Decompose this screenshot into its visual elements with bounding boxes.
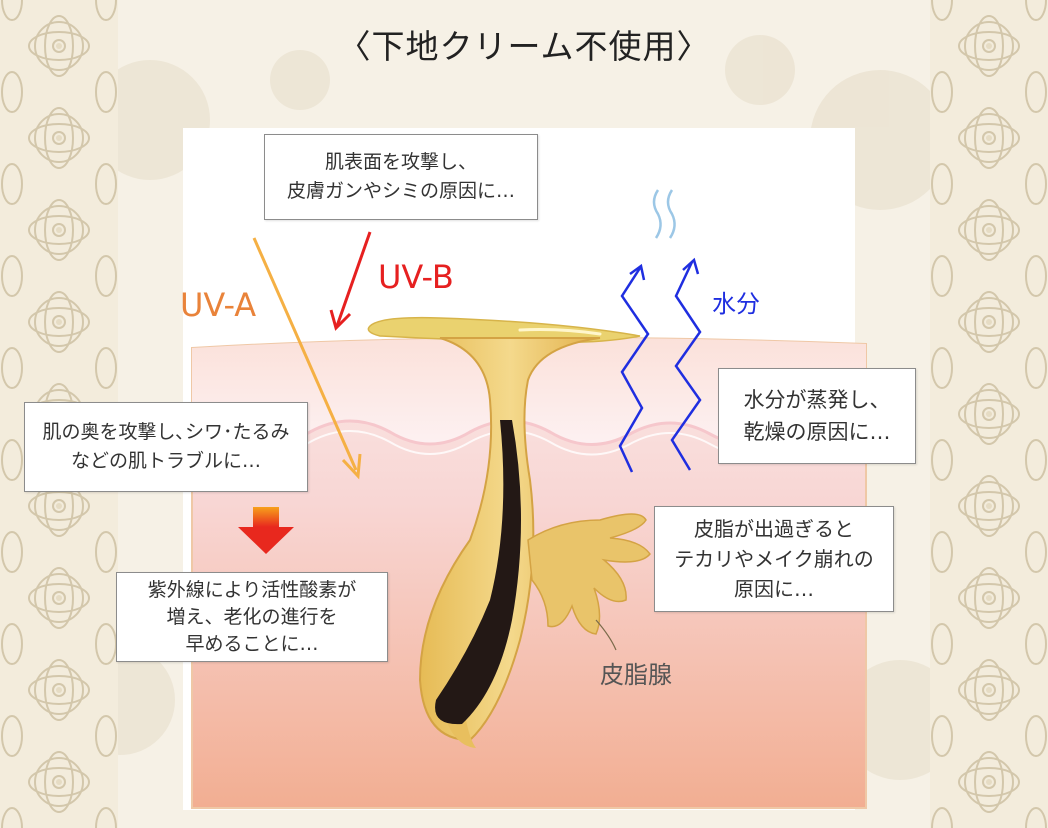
uva-arrowhead bbox=[341, 453, 362, 480]
callout-line: 乾燥の原因に… bbox=[743, 420, 891, 444]
callout-line: 原因に… bbox=[734, 577, 814, 601]
gland-leader-line bbox=[595, 619, 617, 651]
callout-line: 肌表面を攻撃し、 bbox=[324, 151, 477, 173]
callout-uva-effect: 肌の奥を攻撃し､シワ･たるみ などの肌トラブルに… bbox=[24, 402, 308, 492]
callout-line: 増え、老化の進行を bbox=[166, 605, 338, 628]
uvb-label: UV-B bbox=[378, 258, 454, 296]
callout-line: 水分が蒸発し、 bbox=[743, 388, 891, 412]
callout-uvb-effect: 肌表面を攻撃し、 皮膚ガンやシミの原因に… bbox=[264, 134, 538, 220]
page-title: 〈下地クリーム不使用〉 bbox=[337, 27, 711, 66]
oxidation-arrow-head bbox=[238, 527, 294, 554]
callout-moisture-loss: 水分が蒸発し、 乾燥の原因に… bbox=[718, 368, 916, 464]
water-arrow-right bbox=[670, 261, 702, 471]
steam-squiggle-1 bbox=[652, 189, 662, 239]
uva-arrow bbox=[252, 237, 358, 471]
uva-label: UV-A bbox=[180, 286, 257, 324]
callout-line: 皮脂が出過ぎると bbox=[694, 517, 854, 541]
callout-line: 紫外線により活性酸素が bbox=[147, 578, 357, 601]
callout-line: 皮膚ガンやシミの原因に… bbox=[286, 180, 515, 202]
uvb-arrowhead bbox=[329, 309, 352, 331]
sebum-surface-pool bbox=[367, 316, 641, 344]
callout-line: 早めることに… bbox=[185, 632, 319, 655]
callout-excess-sebum: 皮脂が出過ぎると テカリやメイク崩れの 原因に… bbox=[654, 506, 894, 612]
sebaceous-gland-label: 皮脂腺 bbox=[600, 661, 672, 689]
steam-squiggle-2 bbox=[666, 189, 676, 239]
water-label: 水分 bbox=[712, 290, 760, 318]
water-arrow-left bbox=[618, 267, 650, 473]
sebaceous-gland bbox=[527, 513, 651, 635]
oxidation-arrow-stem bbox=[253, 507, 279, 527]
epidermis-layer bbox=[192, 337, 866, 446]
callout-active-oxygen: 紫外線により活性酸素が 増え、老化の進行を 早めることに… bbox=[116, 572, 388, 662]
callout-line: などの肌トラブルに… bbox=[70, 450, 261, 472]
callout-line: 肌の奥を攻撃し､シワ･たるみ bbox=[42, 421, 290, 443]
uvb-arrow bbox=[335, 231, 372, 327]
lace-border-right bbox=[930, 0, 1048, 828]
hair-shaft bbox=[435, 420, 521, 725]
callout-line: テカリやメイク崩れの bbox=[674, 547, 874, 571]
